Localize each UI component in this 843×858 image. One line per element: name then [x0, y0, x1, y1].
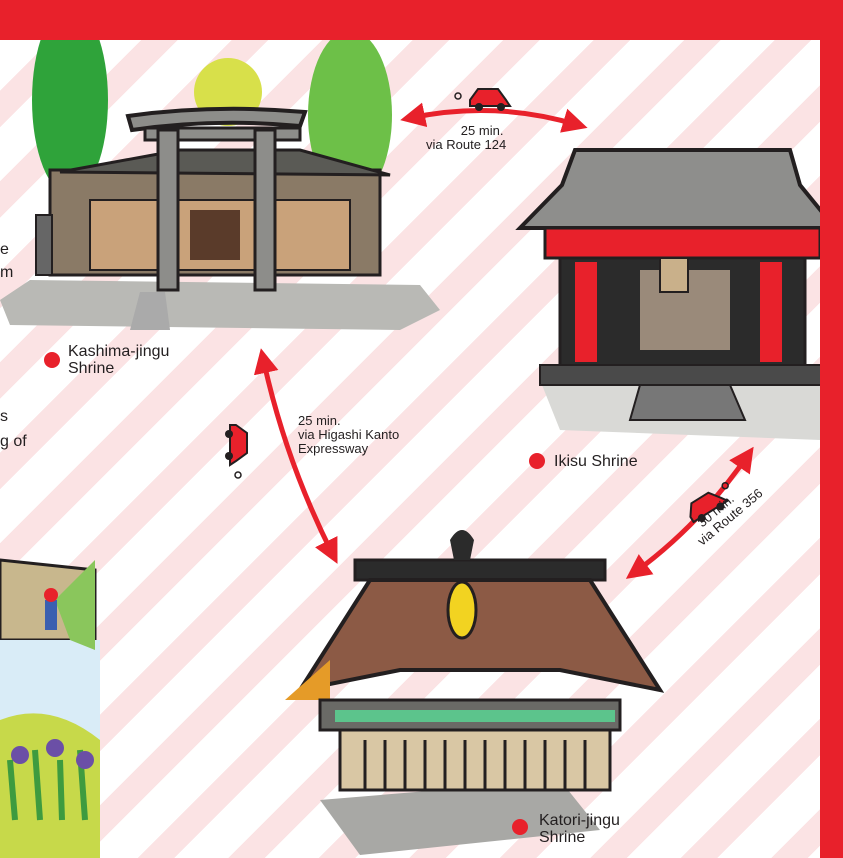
location-dot-icon — [529, 453, 545, 469]
car-icon — [689, 481, 730, 524]
location-dot-icon — [512, 819, 528, 835]
ikisu-shrine-illustration — [515, 148, 840, 440]
torii-gate-icon — [125, 106, 308, 133]
car-icon — [454, 88, 512, 111]
route-arrow-kashima-katori — [253, 348, 338, 564]
ikisu-shrine-label: Ikisu Shrine — [554, 453, 638, 470]
text-fragment: g of — [0, 433, 27, 450]
route-arrow-kashima-ikisu — [400, 102, 588, 133]
route-label-kashima-ikisu: 25 min. via Route 124 — [426, 123, 507, 152]
text-fragment: e — [0, 241, 9, 258]
car-icon — [225, 424, 248, 479]
kashima-shrine-illustration — [0, 5, 440, 330]
text-fragment: m — [0, 264, 14, 281]
katori-shrine-label: Katori-jingu Shrine — [539, 812, 620, 846]
frame-top-border — [0, 0, 843, 40]
route-label-kashima-katori: 25 min. via Higashi Kanto Expressway — [298, 413, 400, 456]
text-fragment: s — [0, 408, 8, 425]
katori-shrine-illustration — [285, 530, 665, 855]
lantern-illustration — [35, 214, 53, 276]
kashima-shrine-label: Kashima-jingu Shrine — [68, 343, 170, 377]
iris-garden-illustration — [0, 558, 100, 858]
frame-right-border — [820, 40, 843, 858]
location-dot-icon — [44, 352, 60, 368]
